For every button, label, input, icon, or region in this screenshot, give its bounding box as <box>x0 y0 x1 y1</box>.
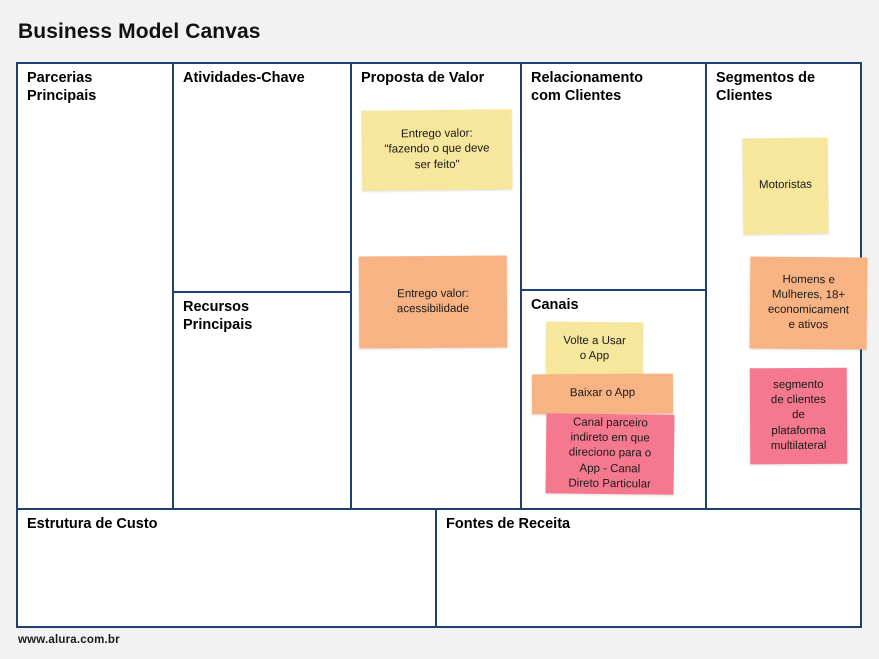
block-key-activities-title: Atividades-Chave <box>183 70 305 86</box>
canvas-frame: Parcerias Principais Atividades-Chave Re… <box>16 62 868 628</box>
block-customer-segments-title: Segmentos de Clientes <box>716 70 816 104</box>
block-cost-structure-title: Estrutura de Custo <box>27 516 158 532</box>
block-key-resources-title: Recursos Principais <box>183 299 253 333</box>
block-revenue-streams[interactable]: Fontes de Receita <box>437 510 860 626</box>
block-customer-relationships-title: Relacionamento com Clientes <box>531 70 643 104</box>
divider-col-3 <box>520 64 522 508</box>
footer-url: www.alura.com.br <box>18 634 120 646</box>
divider-col-1 <box>172 64 174 508</box>
divider-cost-revenue <box>435 508 437 626</box>
block-customer-relationships[interactable]: Relacionamento com Clientes <box>522 64 705 289</box>
block-key-partners[interactable]: Parcerias Principais <box>18 64 172 508</box>
divider-bottom-band <box>18 508 860 510</box>
divider-col-2 <box>350 64 352 508</box>
sticky-note[interactable]: Volte a Usar o App <box>545 321 644 377</box>
sticky-note[interactable]: Baixar o App <box>531 373 674 415</box>
divider-activities-resources <box>172 291 350 293</box>
divider-relationships-channels <box>520 289 705 291</box>
block-key-resources[interactable]: Recursos Principais <box>174 293 350 508</box>
sticky-note[interactable]: segmento de clientes de plataforma multi… <box>749 367 848 465</box>
block-cost-structure[interactable]: Estrutura de Custo <box>18 510 435 626</box>
page-title: Business Model Canvas <box>18 20 261 43</box>
block-value-proposition-title: Proposta de Valor <box>361 70 485 86</box>
sticky-note[interactable]: Canal parceiro indireto em que direciono… <box>545 413 675 495</box>
block-customer-segments[interactable]: Segmentos de Clientes Motoristas Homens … <box>707 64 868 508</box>
sticky-note[interactable]: Motoristas <box>742 137 829 235</box>
sticky-note[interactable]: Homens e Mulheres, 18+ economicament e a… <box>749 256 868 350</box>
sticky-note[interactable]: Entrego valor: "fazendo o que deve ser f… <box>361 109 513 191</box>
block-channels-title: Canais <box>531 297 579 313</box>
block-value-proposition[interactable]: Proposta de Valor Entrego valor: "fazend… <box>352 64 520 508</box>
divider-col-4 <box>705 64 707 508</box>
block-key-activities[interactable]: Atividades-Chave <box>174 64 350 291</box>
block-channels[interactable]: Canais Volte a Usar o App Baixar o App C… <box>522 291 705 508</box>
sticky-note[interactable]: Entrego valor: acessibilidade <box>358 255 508 349</box>
block-revenue-streams-title: Fontes de Receita <box>446 516 571 532</box>
block-key-partners-title: Parcerias Principais <box>27 70 97 104</box>
